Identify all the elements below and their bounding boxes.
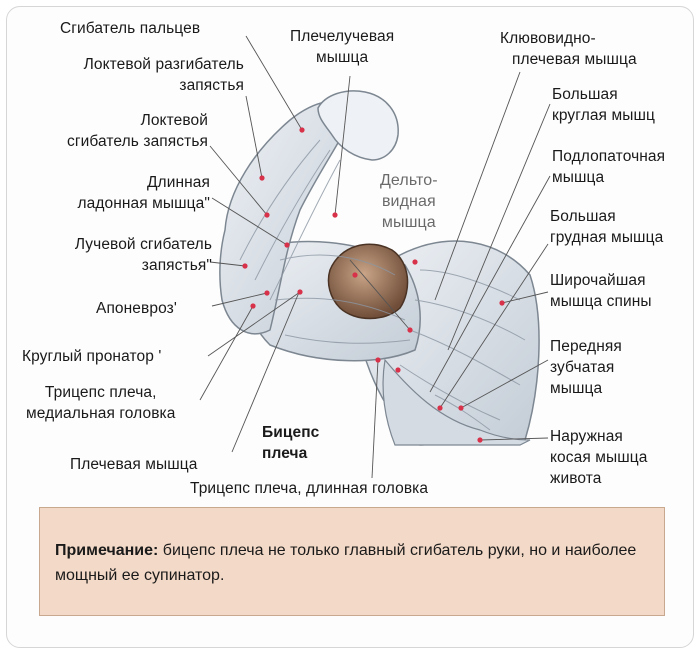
label-finger-flexor: Сгибатель пальцев — [60, 20, 201, 37]
label-ulnar-extensor: Локтевой разгибатель запястья — [83, 56, 244, 94]
leader-lines — [199, 35, 551, 479]
label-pronator-teres: Круглый пронатор ' — [22, 348, 162, 365]
label-brachioradialis: Плечелучевая мышца — [290, 28, 395, 66]
label-aponeurosis: Апоневроз' — [96, 300, 177, 317]
label-external-oblique: Наружная косая мышца живота — [550, 428, 648, 487]
note-body: бицепс плеча не только главный сгибатель… — [55, 542, 637, 584]
note-text: Примечание: бицепс плеча не только главн… — [55, 538, 645, 588]
label-radial-flexor: Лучевой сгибатель запястья" — [74, 236, 212, 274]
label-deltoid: Дельто- видная мышца — [380, 172, 438, 231]
label-latissimus: Широчайшая мышца спины — [550, 272, 652, 310]
label-coracobrachialis: Клювовидно- плечевая мышца — [500, 30, 637, 68]
label-pectoralis-major: Большая грудная мышца — [550, 208, 664, 246]
label-palmaris-longus: Длинная ладонная мышца" — [77, 174, 210, 212]
marker-dots — [242, 127, 505, 443]
note-prefix: Примечание: — [55, 542, 159, 559]
label-subscapularis: Подлопаточная мышца — [552, 148, 666, 186]
label-biceps: Бицепс плеча — [262, 424, 320, 462]
label-ulnar-flexor: Локтевой сгибатель запястья — [67, 112, 208, 150]
note-box: Примечание: бицепс плеча не только главн… — [39, 507, 665, 616]
label-triceps-medial: Трицепс плеча, медиальная головка — [26, 384, 176, 422]
label-teres-major: Большая круглая мышц — [552, 86, 655, 124]
label-brachialis: Плечевая мышца — [70, 456, 198, 473]
fist-shape — [317, 90, 399, 161]
label-serratus-anterior: Передняя зубчатая мышца — [550, 338, 622, 397]
label-triceps-long: Трицепс плеча, длинная головка — [190, 480, 429, 497]
